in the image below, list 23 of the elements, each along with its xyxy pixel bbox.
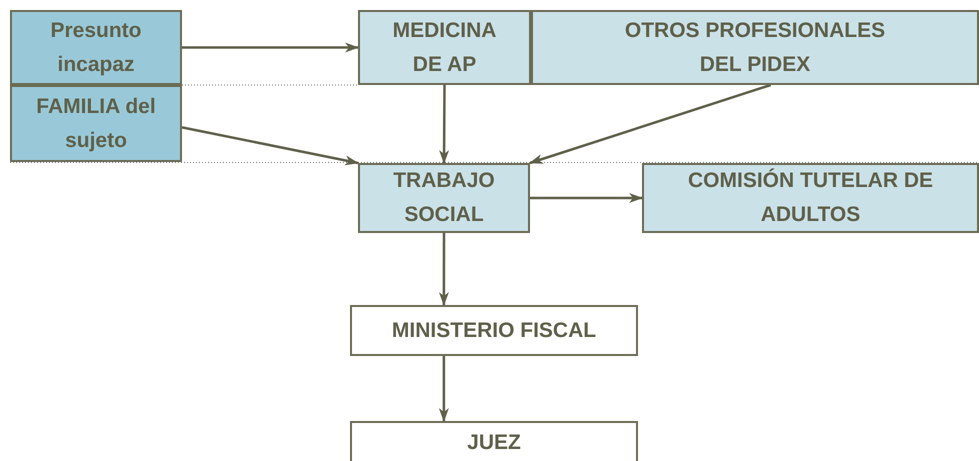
arrow <box>439 85 450 164</box>
box-label: MINISTERIO FISCAL <box>392 318 596 344</box>
process-box <box>350 305 638 356</box>
box-label: COMISIÓN TUTELAR DE ADULTOS <box>687 167 934 228</box>
arrow <box>182 126 359 166</box>
process-box <box>10 85 182 162</box>
box-label: FAMILIA del sujeto <box>35 94 157 154</box>
arrow <box>530 193 643 203</box>
box-label: TRABAJO SOCIAL <box>392 168 496 228</box>
process-box <box>531 10 979 85</box>
arrow <box>438 233 449 306</box>
process-box <box>10 10 182 85</box>
box-label: MEDICINA DE AP <box>392 18 498 78</box>
process-box <box>358 10 531 85</box>
arrow <box>529 84 772 164</box>
process-box <box>350 421 638 461</box>
arrow <box>182 42 359 52</box>
box-label: JUEZ <box>467 430 521 456</box>
process-box <box>358 163 530 233</box>
process-box <box>642 163 979 233</box>
arrow <box>438 356 449 422</box>
box-label: OTROS PROFESIONALES DEL PIDEX <box>624 18 886 78</box>
box-label: Presunto incapaz <box>49 18 142 78</box>
